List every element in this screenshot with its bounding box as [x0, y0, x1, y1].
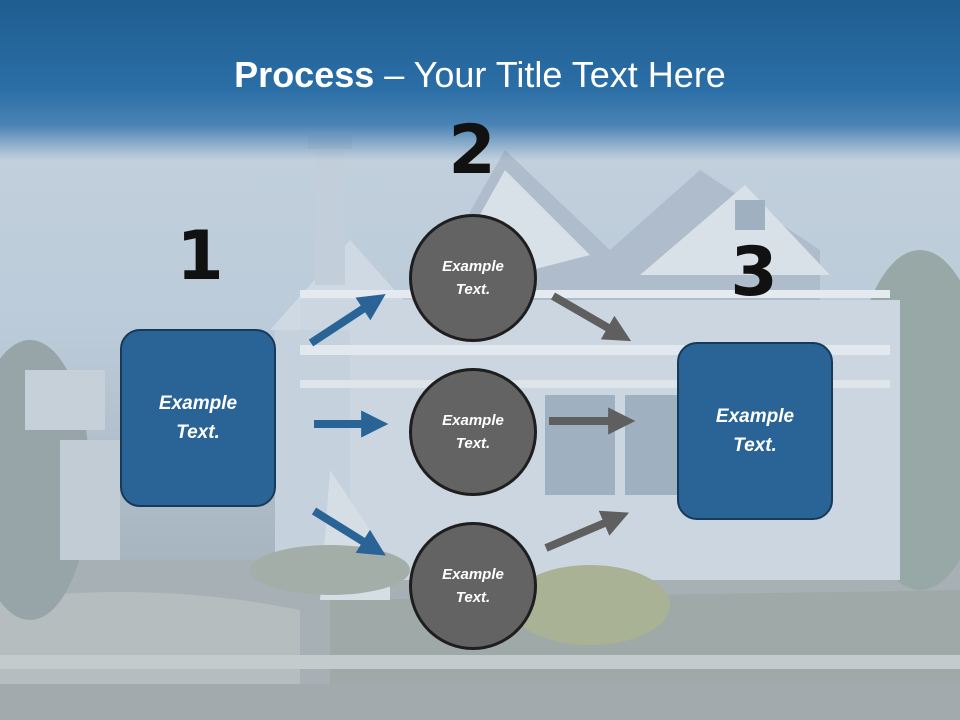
step-1-box: Example Text.: [120, 329, 276, 507]
step-3-text: Example Text.: [715, 406, 795, 456]
arrow-to-top-circle: [308, 294, 386, 347]
title-bold: Process: [234, 54, 375, 95]
slide-title: Process – Your Title Text Here: [0, 52, 960, 98]
title-band: [0, 0, 960, 160]
step-2-circle-bottom: Example Text.: [409, 522, 537, 650]
step-2-circle-top: Example Text.: [409, 214, 537, 342]
title-rest: – Your Title Text Here: [374, 54, 726, 95]
circle-top-text: Example Text.: [442, 258, 504, 298]
step-3-box: Example Text.: [677, 342, 833, 520]
circle-middle-text: Example Text.: [442, 412, 504, 452]
step-2-circle-middle: Example Text.: [409, 368, 537, 496]
step-number-3: 3: [730, 233, 778, 312]
circle-bottom-text: Example Text.: [442, 566, 504, 606]
step-number-1: 1: [176, 217, 224, 296]
arrow-from-bottom-circle: [544, 510, 630, 552]
step-number-2: 2: [448, 111, 496, 190]
arrow-to-bottom-circle: [311, 507, 386, 556]
arrow-from-top-circle: [550, 292, 632, 342]
step-1-text: Example Text.: [158, 393, 238, 443]
